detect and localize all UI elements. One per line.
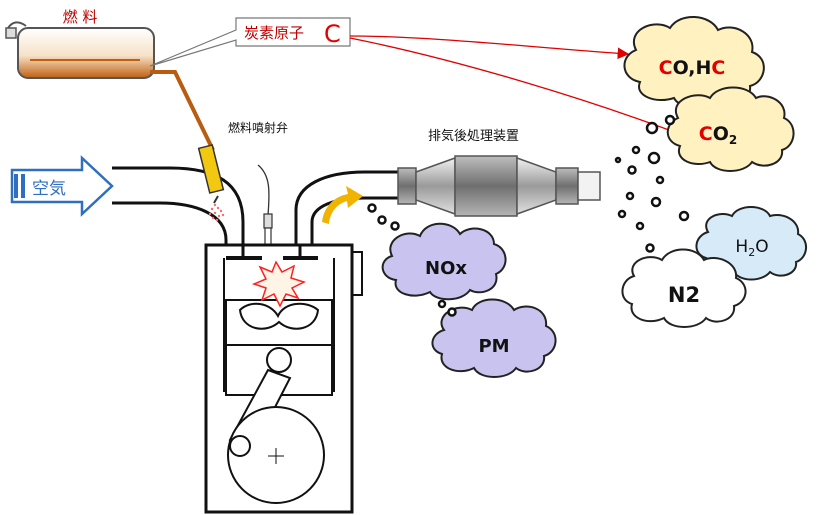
carbon-callout bbox=[149, 17, 351, 67]
intake-pipe bbox=[112, 166, 245, 245]
spark-plug bbox=[257, 164, 273, 256]
injector-label: 燃料噴射弁 bbox=[228, 120, 288, 135]
combustion-spark bbox=[251, 260, 307, 308]
pm-cloud bbox=[431, 298, 557, 378]
h2o-label: H2O bbox=[735, 237, 768, 259]
arrow-to-co2 bbox=[349, 37, 687, 138]
air-arrow bbox=[10, 155, 114, 217]
carbon-symbol: C bbox=[324, 20, 341, 48]
co2-label: CO2 bbox=[699, 123, 737, 147]
exhaust-flow-arrow bbox=[322, 186, 363, 224]
fuel-line bbox=[150, 70, 215, 151]
co-hc-label: CO,HC bbox=[659, 57, 726, 79]
fuel-injector bbox=[197, 144, 225, 204]
n2-label: N2 bbox=[668, 283, 700, 307]
exhaust-pipe bbox=[294, 170, 400, 245]
crankshaft bbox=[227, 406, 325, 504]
exhaust-particles-right bbox=[614, 114, 690, 253]
fuel-spray bbox=[208, 203, 225, 222]
air-label: 空気 bbox=[32, 179, 66, 199]
carbon-atom-label: 炭素原子 bbox=[244, 24, 304, 42]
fuel-label: 燃 料 bbox=[63, 8, 98, 26]
aftertreatment-label: 排気後処理装置 bbox=[428, 128, 519, 144]
exhaust-particles-left bbox=[367, 203, 457, 317]
co-hc-cloud bbox=[623, 15, 765, 109]
pm-label: PM bbox=[478, 336, 509, 357]
nox-cloud bbox=[381, 222, 507, 301]
nox-label: NOx bbox=[425, 258, 467, 279]
aftertreatment-device bbox=[397, 155, 601, 217]
fuel-tank bbox=[5, 21, 155, 79]
n2-cloud bbox=[621, 248, 747, 328]
piston bbox=[225, 299, 333, 396]
co2-cloud bbox=[666, 86, 795, 172]
arrow-to-co-hc bbox=[349, 35, 630, 60]
